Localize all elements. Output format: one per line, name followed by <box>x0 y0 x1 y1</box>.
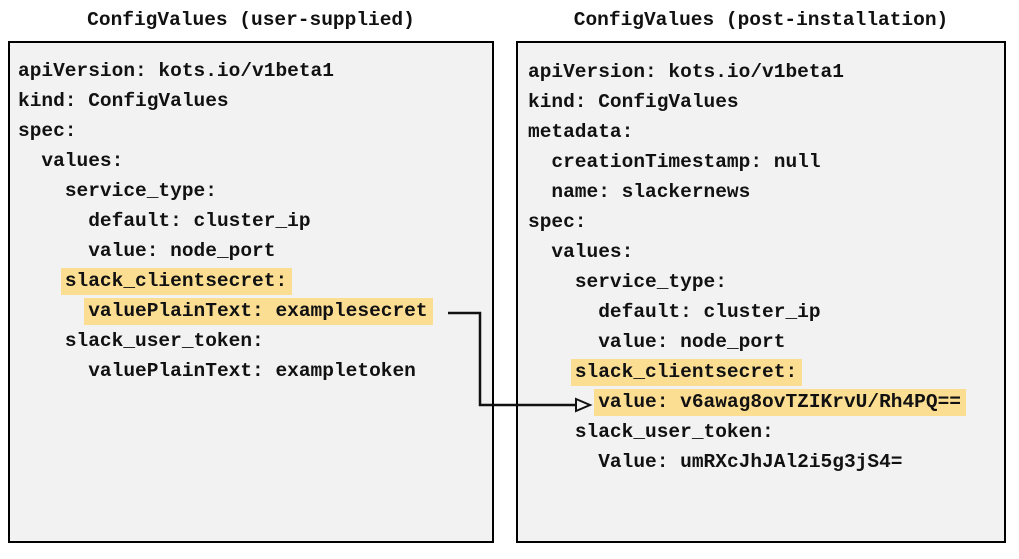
yaml-line: spec: <box>528 207 998 237</box>
yaml-line: kind: ConfigValues <box>18 86 486 116</box>
yaml-text: apiVersion: kots.io/v1beta1 <box>528 61 844 83</box>
yaml-text: slack_user_token: <box>574 421 774 443</box>
yaml-line: values: <box>528 237 998 267</box>
post-installation-title: ConfigValues (post-installation) <box>573 9 949 31</box>
yaml-line: slack_user_token: <box>18 326 486 356</box>
yaml-line: service_type: <box>528 267 998 297</box>
yaml-text: creationTimestamp: null <box>551 151 821 173</box>
yaml-line: slack_clientsecret: <box>18 266 486 296</box>
yaml-line: apiVersion: kots.io/v1beta1 <box>528 57 998 87</box>
yaml-line: service_type: <box>18 176 486 206</box>
yaml-line: name: slackernews <box>528 177 998 207</box>
highlighted-yaml-text: slack_clientsecret: <box>570 359 803 386</box>
yaml-text: valuePlainText: exampletoken <box>88 360 416 382</box>
yaml-text: name: slackernews <box>551 181 751 203</box>
yaml-line: value: node_port <box>18 236 486 266</box>
yaml-line: creationTimestamp: null <box>528 147 998 177</box>
user-supplied-config-panel: apiVersion: kots.io/v1beta1 kind: ConfigV… <box>8 41 494 543</box>
yaml-line: value: node_port <box>528 327 998 357</box>
yaml-line: apiVersion: kots.io/v1beta1 <box>18 56 486 86</box>
user-supplied-column: ConfigValues (user-supplied) apiVersion:… <box>8 6 494 543</box>
yaml-text: service_type: <box>64 180 217 202</box>
yaml-text: service_type: <box>574 271 727 293</box>
yaml-line: metadata: <box>528 117 998 147</box>
yaml-text: Value: umRXcJhJAl2i5g3jS4= <box>598 451 903 473</box>
yaml-text: kind: ConfigValues <box>528 91 739 113</box>
yaml-text: default: cluster_ip <box>88 210 311 232</box>
yaml-line: valuePlainText: examplesecret <box>18 296 486 326</box>
yaml-text: kind: ConfigValues <box>18 90 229 112</box>
yaml-text: metadata: <box>528 121 634 143</box>
yaml-line: kind: ConfigValues <box>528 87 998 117</box>
highlighted-yaml-text: valuePlainText: examplesecret <box>84 298 433 325</box>
highlighted-yaml-text: value: v6awag8ovTZIKrvU/Rh4PQ== <box>594 389 966 416</box>
yaml-text: value: node_port <box>88 240 276 262</box>
yaml-line: slack_clientsecret: <box>528 357 998 387</box>
yaml-text: values: <box>551 241 634 263</box>
yaml-line: spec: <box>18 116 486 146</box>
yaml-line: slack_user_token: <box>528 417 998 447</box>
yaml-text: spec: <box>18 120 77 142</box>
yaml-text: default: cluster_ip <box>598 301 821 323</box>
yaml-line: default: cluster_ip <box>18 206 486 236</box>
user-supplied-title: ConfigValues (user-supplied) <box>87 9 415 31</box>
yaml-text: slack_user_token: <box>64 330 264 352</box>
yaml-text: values: <box>41 150 124 172</box>
post-installation-config-panel: apiVersion: kots.io/v1beta1 kind: ConfigV… <box>516 41 1006 543</box>
post-installation-column: ConfigValues (post-installation) apiVers… <box>516 6 1006 543</box>
yaml-line: values: <box>18 146 486 176</box>
highlighted-yaml-text: slack_clientsecret: <box>60 268 293 295</box>
yaml-text: apiVersion: kots.io/v1beta1 <box>18 60 334 82</box>
yaml-text: value: node_port <box>598 331 786 353</box>
yaml-text: spec: <box>528 211 587 233</box>
yaml-line: value: v6awag8ovTZIKrvU/Rh4PQ== <box>528 387 998 417</box>
yaml-line: default: cluster_ip <box>528 297 998 327</box>
yaml-line: valuePlainText: exampletoken <box>18 356 486 386</box>
yaml-line: Value: umRXcJhJAl2i5g3jS4= <box>528 447 998 477</box>
